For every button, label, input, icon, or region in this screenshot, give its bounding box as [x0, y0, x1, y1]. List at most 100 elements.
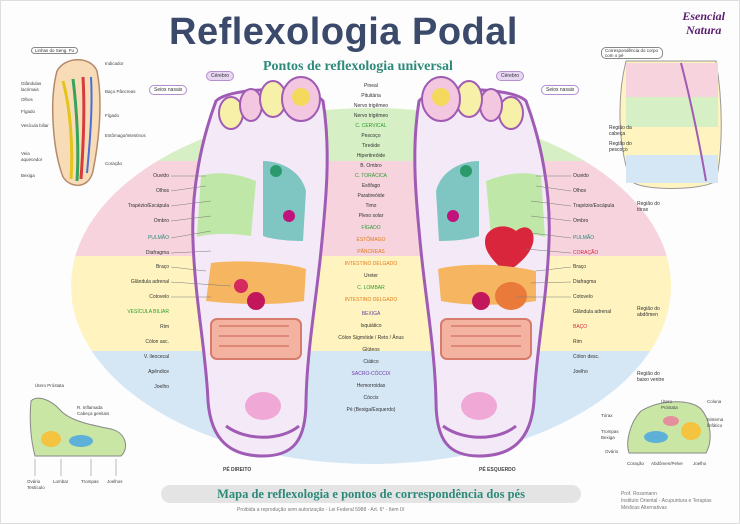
label-left-6: Braço: [155, 264, 169, 270]
inset-bl-label-4: Trompas: [81, 479, 99, 484]
inset-br-label-4: Sistema linfático: [707, 417, 724, 428]
intestine-zone: [210, 318, 302, 360]
neck-dot: [270, 165, 282, 177]
zone-head-band: [71, 108, 671, 161]
center-label-21: BEXIGA: [361, 311, 381, 317]
inset-bl-label-0: Útero Próstata: [35, 383, 65, 388]
inset-tl-label-0: Glândulas lacrimais: [21, 81, 42, 92]
center-label-23: Cólon Sigmóide / Reto / Ânus: [338, 335, 404, 341]
credit-line-0: Prof. Rossmann: [621, 491, 657, 497]
region-label-2: Região do tórax: [637, 201, 660, 213]
label-right-3: Ombro: [573, 218, 589, 224]
inset-bl-label-5: Joelhos: [107, 479, 123, 484]
inset-tl-label-4: Veia aquecedor: [21, 151, 43, 162]
kidney-dot: [247, 292, 265, 310]
label-left-7: Glândula adrenal: [130, 279, 169, 285]
right-foot: [191, 76, 329, 458]
inset-tl-label-10: Coração: [105, 161, 123, 166]
label-left-10: Rim: [160, 324, 169, 330]
inset-bl-label-2: Ovário Testículo: [27, 479, 45, 490]
brand-logo: Esencial Natura: [682, 9, 725, 37]
center-label-27: Hemorroidas: [356, 383, 386, 389]
label-right-9: Glândula adrenal: [573, 309, 612, 315]
center-label-3: Nervo trigêmeo: [353, 113, 389, 119]
leader-lines: [170, 175, 572, 298]
inset-br-label-1: Tórax: [601, 413, 613, 418]
label-left-14: Joelho: [154, 384, 169, 390]
center-label-17: INTESTINO DELGADO: [344, 261, 398, 267]
center-label-22: Isquiático: [360, 323, 382, 329]
thyroid-zone: [263, 161, 306, 241]
label-left-3: Ombro: [153, 218, 169, 224]
footnote: Proibida a reprodução sem autorização - …: [237, 507, 405, 513]
label-left-8: Cotovelo: [149, 294, 169, 300]
inset-tl-label-6: Indicador: [105, 61, 124, 66]
center-label-11: Paratireóide: [357, 193, 385, 199]
center-label-13: Plexo solar: [358, 213, 384, 219]
label-left-12: V. ileocecal: [143, 354, 169, 360]
label-right-8: Cotovelo: [573, 294, 593, 300]
center-label-12: Timo: [365, 203, 377, 209]
center-label-24: Glúteos: [362, 347, 380, 353]
label-right-12: Cólon desc.: [573, 354, 600, 360]
credit-line-2: Médicas Alternativas: [621, 505, 667, 511]
inset-tl-label-5: Bexiga: [21, 173, 35, 178]
spleen-dot: [495, 282, 527, 310]
left-foot-label: PÉ ESQUERDO: [479, 467, 516, 473]
region-label-1: Região do pescoço: [609, 141, 632, 153]
inset-tr-title: Correspondência do corpo com o pé: [601, 47, 663, 59]
label-right-1: Olhos: [573, 188, 587, 194]
page-title: Reflexologia Podal: [169, 11, 518, 53]
gallbladder-dot: [234, 279, 248, 293]
inset-tl-label-1: Olhos: [21, 97, 33, 102]
label-left-13: Apêndice: [148, 369, 169, 375]
pill-brain-right: Cérebro: [496, 71, 525, 81]
zone-abdomen-band: [71, 256, 671, 351]
liver-zone: [206, 261, 306, 305]
sciatic-zone: [245, 392, 281, 420]
pill-sinus-left: Seios nasais: [149, 85, 188, 95]
center-label-20: INTESTINO DELGADO: [344, 297, 398, 303]
inset-br-label-8: Joelho: [693, 461, 707, 466]
inset-br-label-5: Ovário: [605, 449, 619, 454]
center-label-10: Esôfago: [361, 183, 381, 189]
center-label-1: Pituitária: [361, 93, 381, 99]
center-label-29: Pé (Bexiga/Esquerdo): [346, 407, 396, 413]
label-right-6: Braço: [573, 264, 587, 270]
center-label-28: Cóccix: [363, 395, 379, 401]
inset-bottom-right-foot: [627, 401, 711, 454]
center-label-25: Ciático: [363, 359, 379, 365]
label-right-11: Rim: [573, 339, 582, 345]
thymus-dot: [283, 210, 295, 222]
inset-bottom-left-foot: [29, 397, 127, 476]
inset-tl-label-2: Fígado: [21, 109, 36, 114]
inset-tl-label-8: Fígado: [105, 113, 120, 118]
inset-tl-label-9: Estômago/Intestinos: [105, 133, 146, 138]
region-label-0: Região da cabeça: [609, 125, 632, 137]
label-right-13: Joelho: [573, 369, 588, 375]
inset-br-label-0: Útero Próstata: [661, 399, 678, 410]
inset-top-left-foot: [51, 59, 101, 186]
label-right-7: Diafragma: [573, 279, 597, 285]
inset-tl-label-3: Vesícula biliar: [21, 123, 49, 128]
inset-br-label-3: Coluna: [707, 399, 722, 404]
credit: Prof. Rossmann Instituto Oriental - Acup…: [621, 491, 731, 512]
center-label-5: Pescoço: [361, 133, 381, 139]
center-label-2: Nervo trigêmeo: [353, 103, 389, 109]
brand-line-1: Esencial: [682, 9, 725, 23]
center-label-19: C. LOMBAR: [357, 285, 385, 291]
inset-bl-label-3: Lombar: [53, 479, 69, 484]
brand-line-2: Natura: [685, 23, 722, 37]
pill-brain-left: Cérebro: [206, 71, 235, 81]
zone-chest-band: [71, 161, 671, 256]
label-left-2: Trapézio/Escápula: [127, 203, 169, 209]
inset-br-label-2: Trompas Bexiga: [601, 429, 619, 440]
label-left-4: PULMÃO: [147, 235, 169, 241]
label-left-9: VESÍCULA BILIAR: [127, 309, 169, 315]
pill-sinus-right: Seios nasais: [541, 85, 580, 95]
center-label-16: PÂNCREAS: [357, 249, 385, 255]
region-label-3: Região do abdômen: [637, 306, 660, 318]
inset-br-label-7: Abdômen/Pelve: [651, 461, 683, 466]
